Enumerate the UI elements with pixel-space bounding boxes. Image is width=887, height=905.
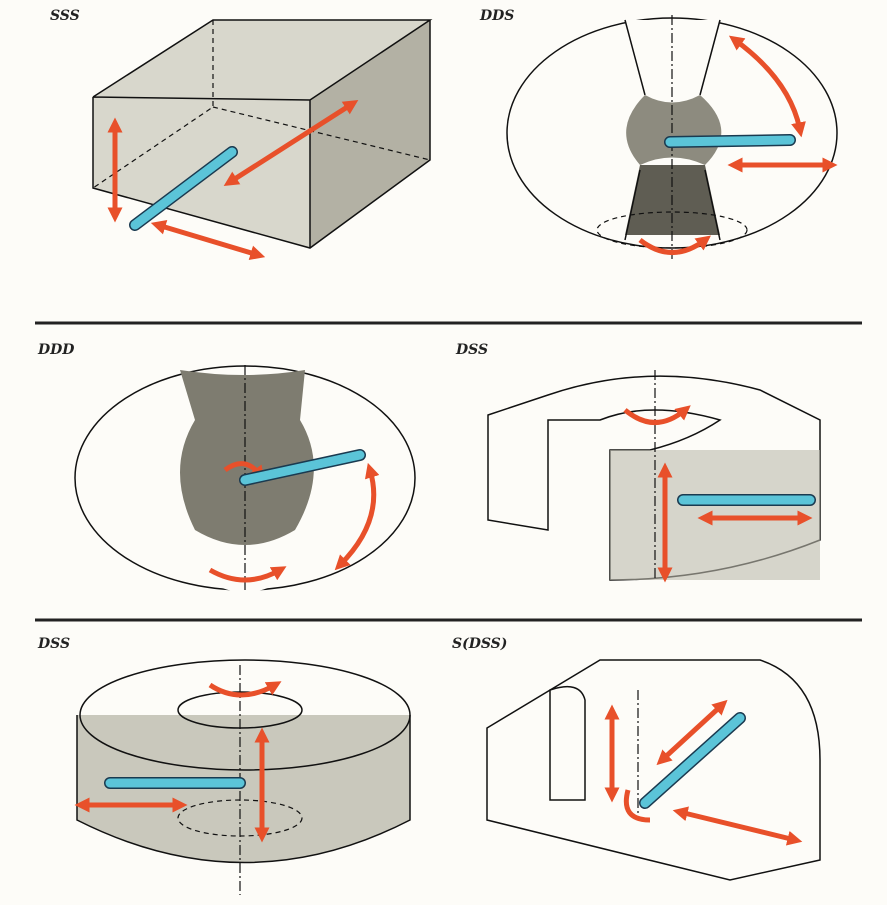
panel-label-dss-1: DSS (456, 342, 489, 358)
panel-label-dds: DDS (480, 8, 515, 24)
sdss-block (486, 659, 821, 881)
dds-sphere (506, 15, 838, 260)
panel-label-dss-2: DSS (38, 636, 71, 652)
panel-label-ddd: DDD (38, 342, 75, 358)
panel-label-sdss: S(DSS) (452, 636, 508, 652)
sss-box (92, 19, 433, 261)
dss-hollow-cylinder (74, 659, 411, 895)
panel-label-sss: SSS (50, 8, 80, 24)
dss-partial-cylinder (487, 370, 821, 583)
ddd-sphere (74, 365, 416, 592)
